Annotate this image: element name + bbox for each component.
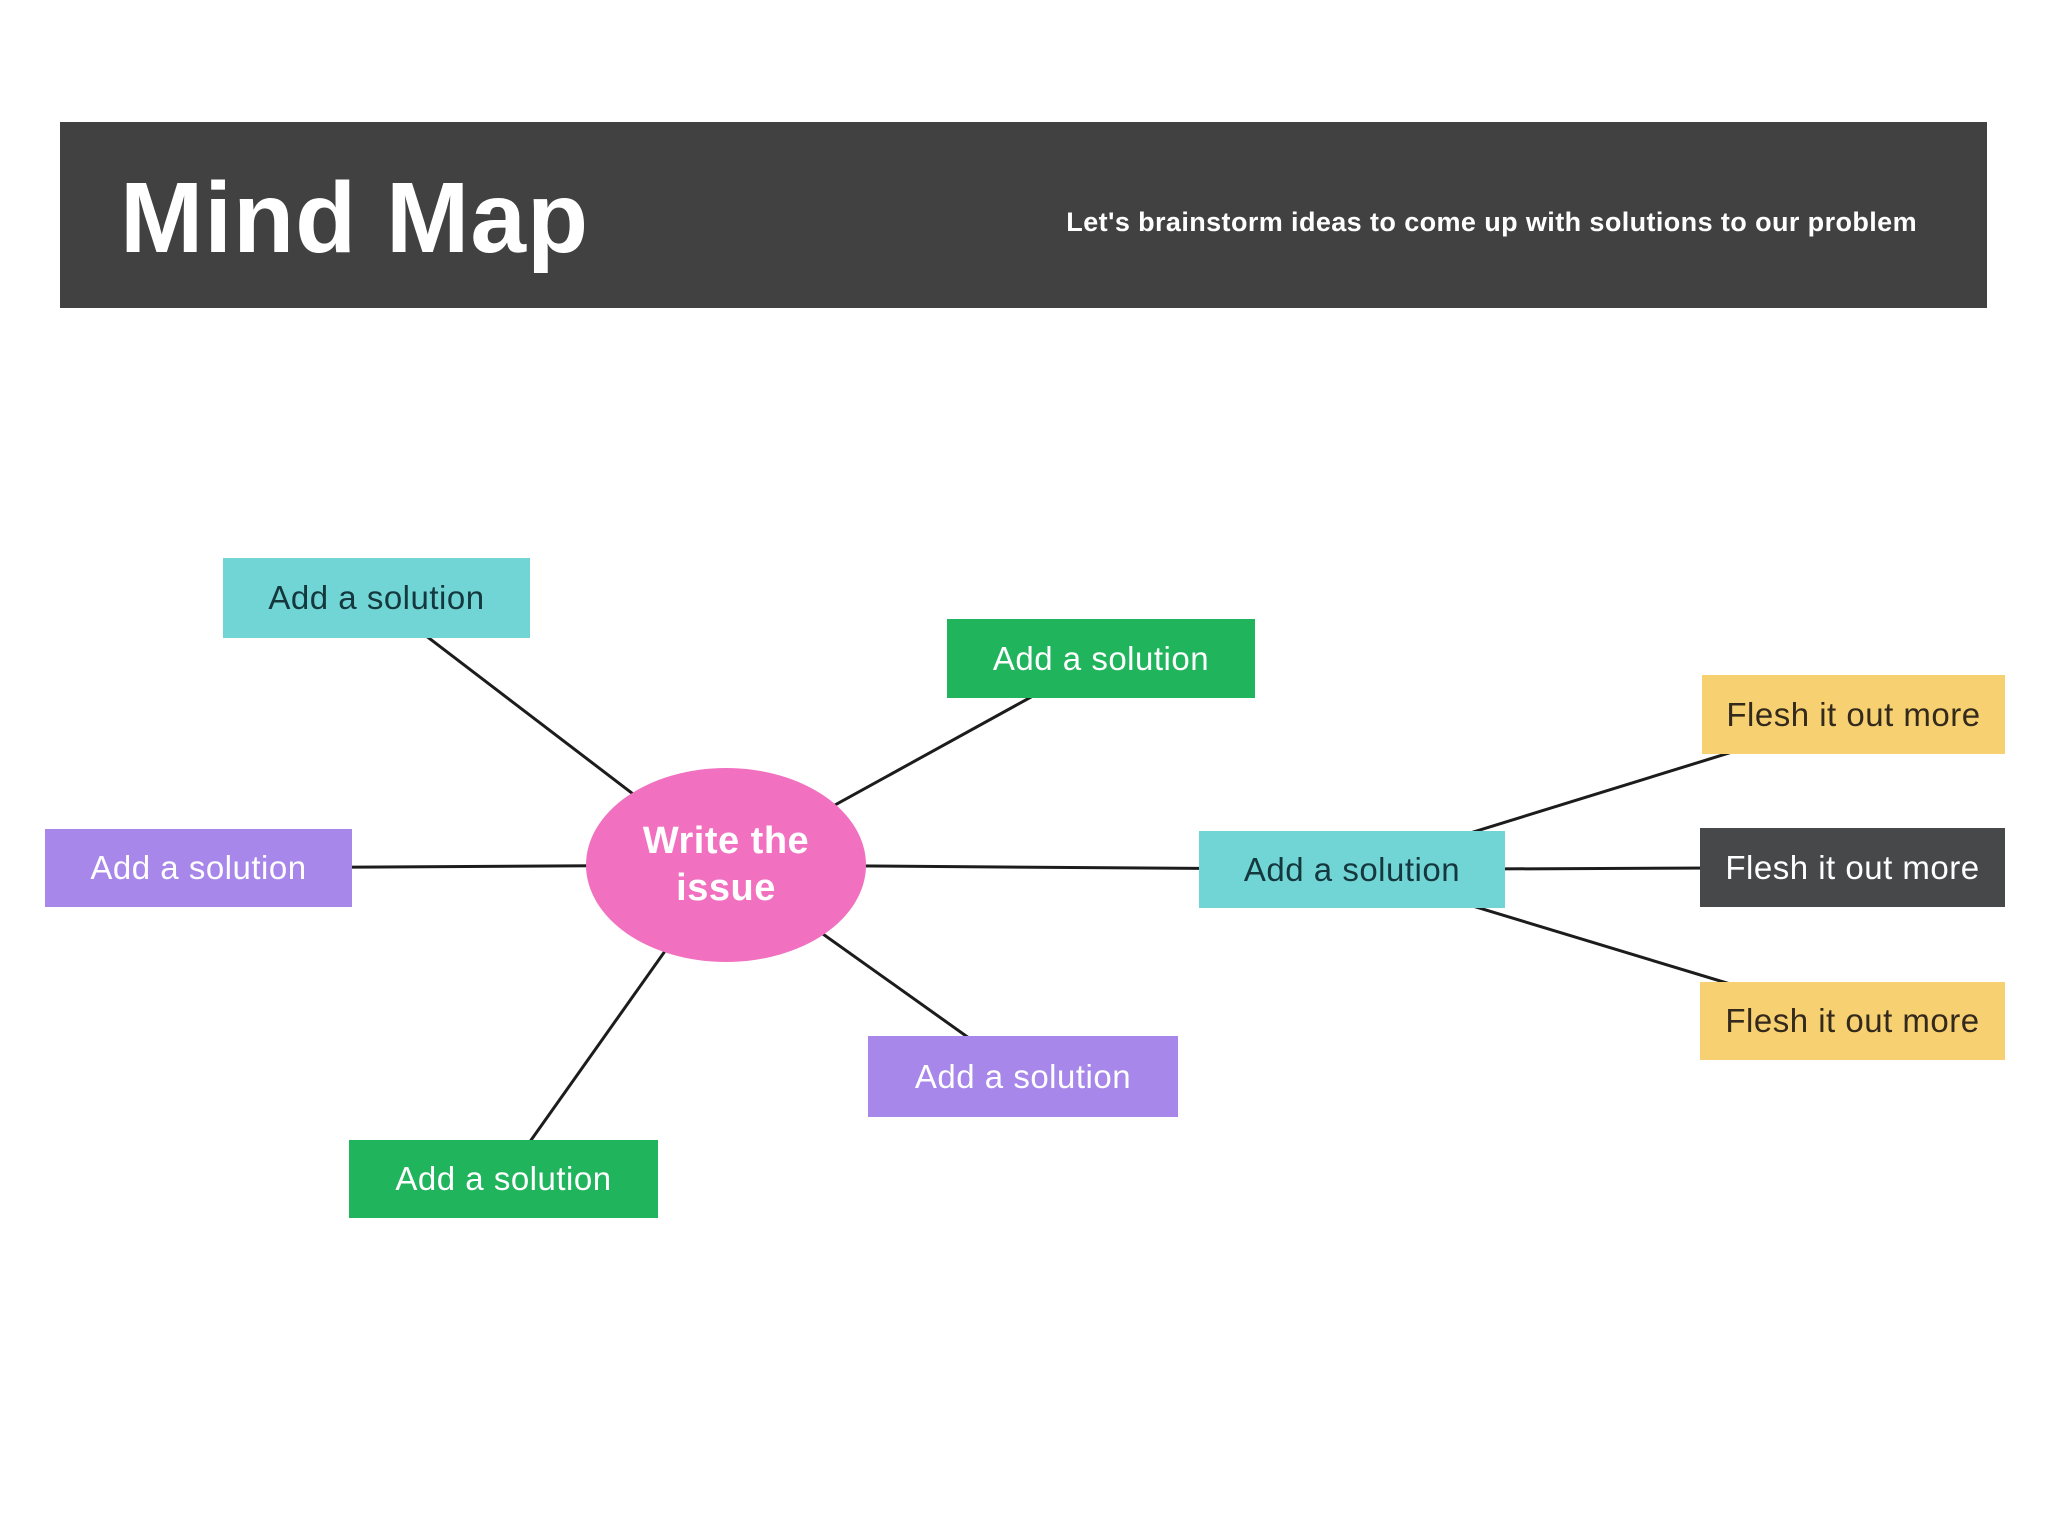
node-label: Flesh it out more bbox=[1725, 1002, 1980, 1039]
node-flesh-middle[interactable]: Flesh it out more bbox=[1700, 828, 2005, 907]
node-label: Write the issue bbox=[642, 819, 810, 910]
node-label: Flesh it out more bbox=[1725, 848, 1980, 886]
page-subtitle: Let's brainstorm ideas to come up with s… bbox=[1066, 206, 1917, 237]
node-label: Add a solution bbox=[914, 1057, 1132, 1095]
node-label: Add a solution bbox=[268, 579, 485, 616]
node-solution-left[interactable]: Add a solution bbox=[45, 829, 352, 907]
header-bar: Mind Map Let's brainstorm ideas to come … bbox=[60, 122, 1987, 308]
node-label: Add a solution bbox=[395, 1160, 612, 1197]
node-label: Add a solution bbox=[992, 639, 1210, 677]
node-solution-right[interactable]: Add a solution bbox=[1199, 831, 1505, 908]
node-solution-bottom-left[interactable]: Add a solution bbox=[349, 1140, 658, 1218]
page-title: Mind Map bbox=[120, 162, 590, 274]
central-issue-node[interactable]: Write the issue bbox=[586, 768, 866, 962]
node-solution-top[interactable]: Add a solution bbox=[947, 619, 1255, 698]
node-flesh-bottom[interactable]: Flesh it out more bbox=[1700, 982, 2005, 1060]
node-solution-top-left[interactable]: Add a solution bbox=[223, 558, 530, 638]
node-solution-bottom[interactable]: Add a solution bbox=[868, 1036, 1178, 1117]
node-flesh-top[interactable]: Flesh it out more bbox=[1702, 675, 2005, 754]
node-label: Flesh it out more bbox=[1726, 695, 1981, 733]
node-label: Add a solution bbox=[1243, 850, 1461, 888]
node-label: Add a solution bbox=[90, 849, 307, 886]
